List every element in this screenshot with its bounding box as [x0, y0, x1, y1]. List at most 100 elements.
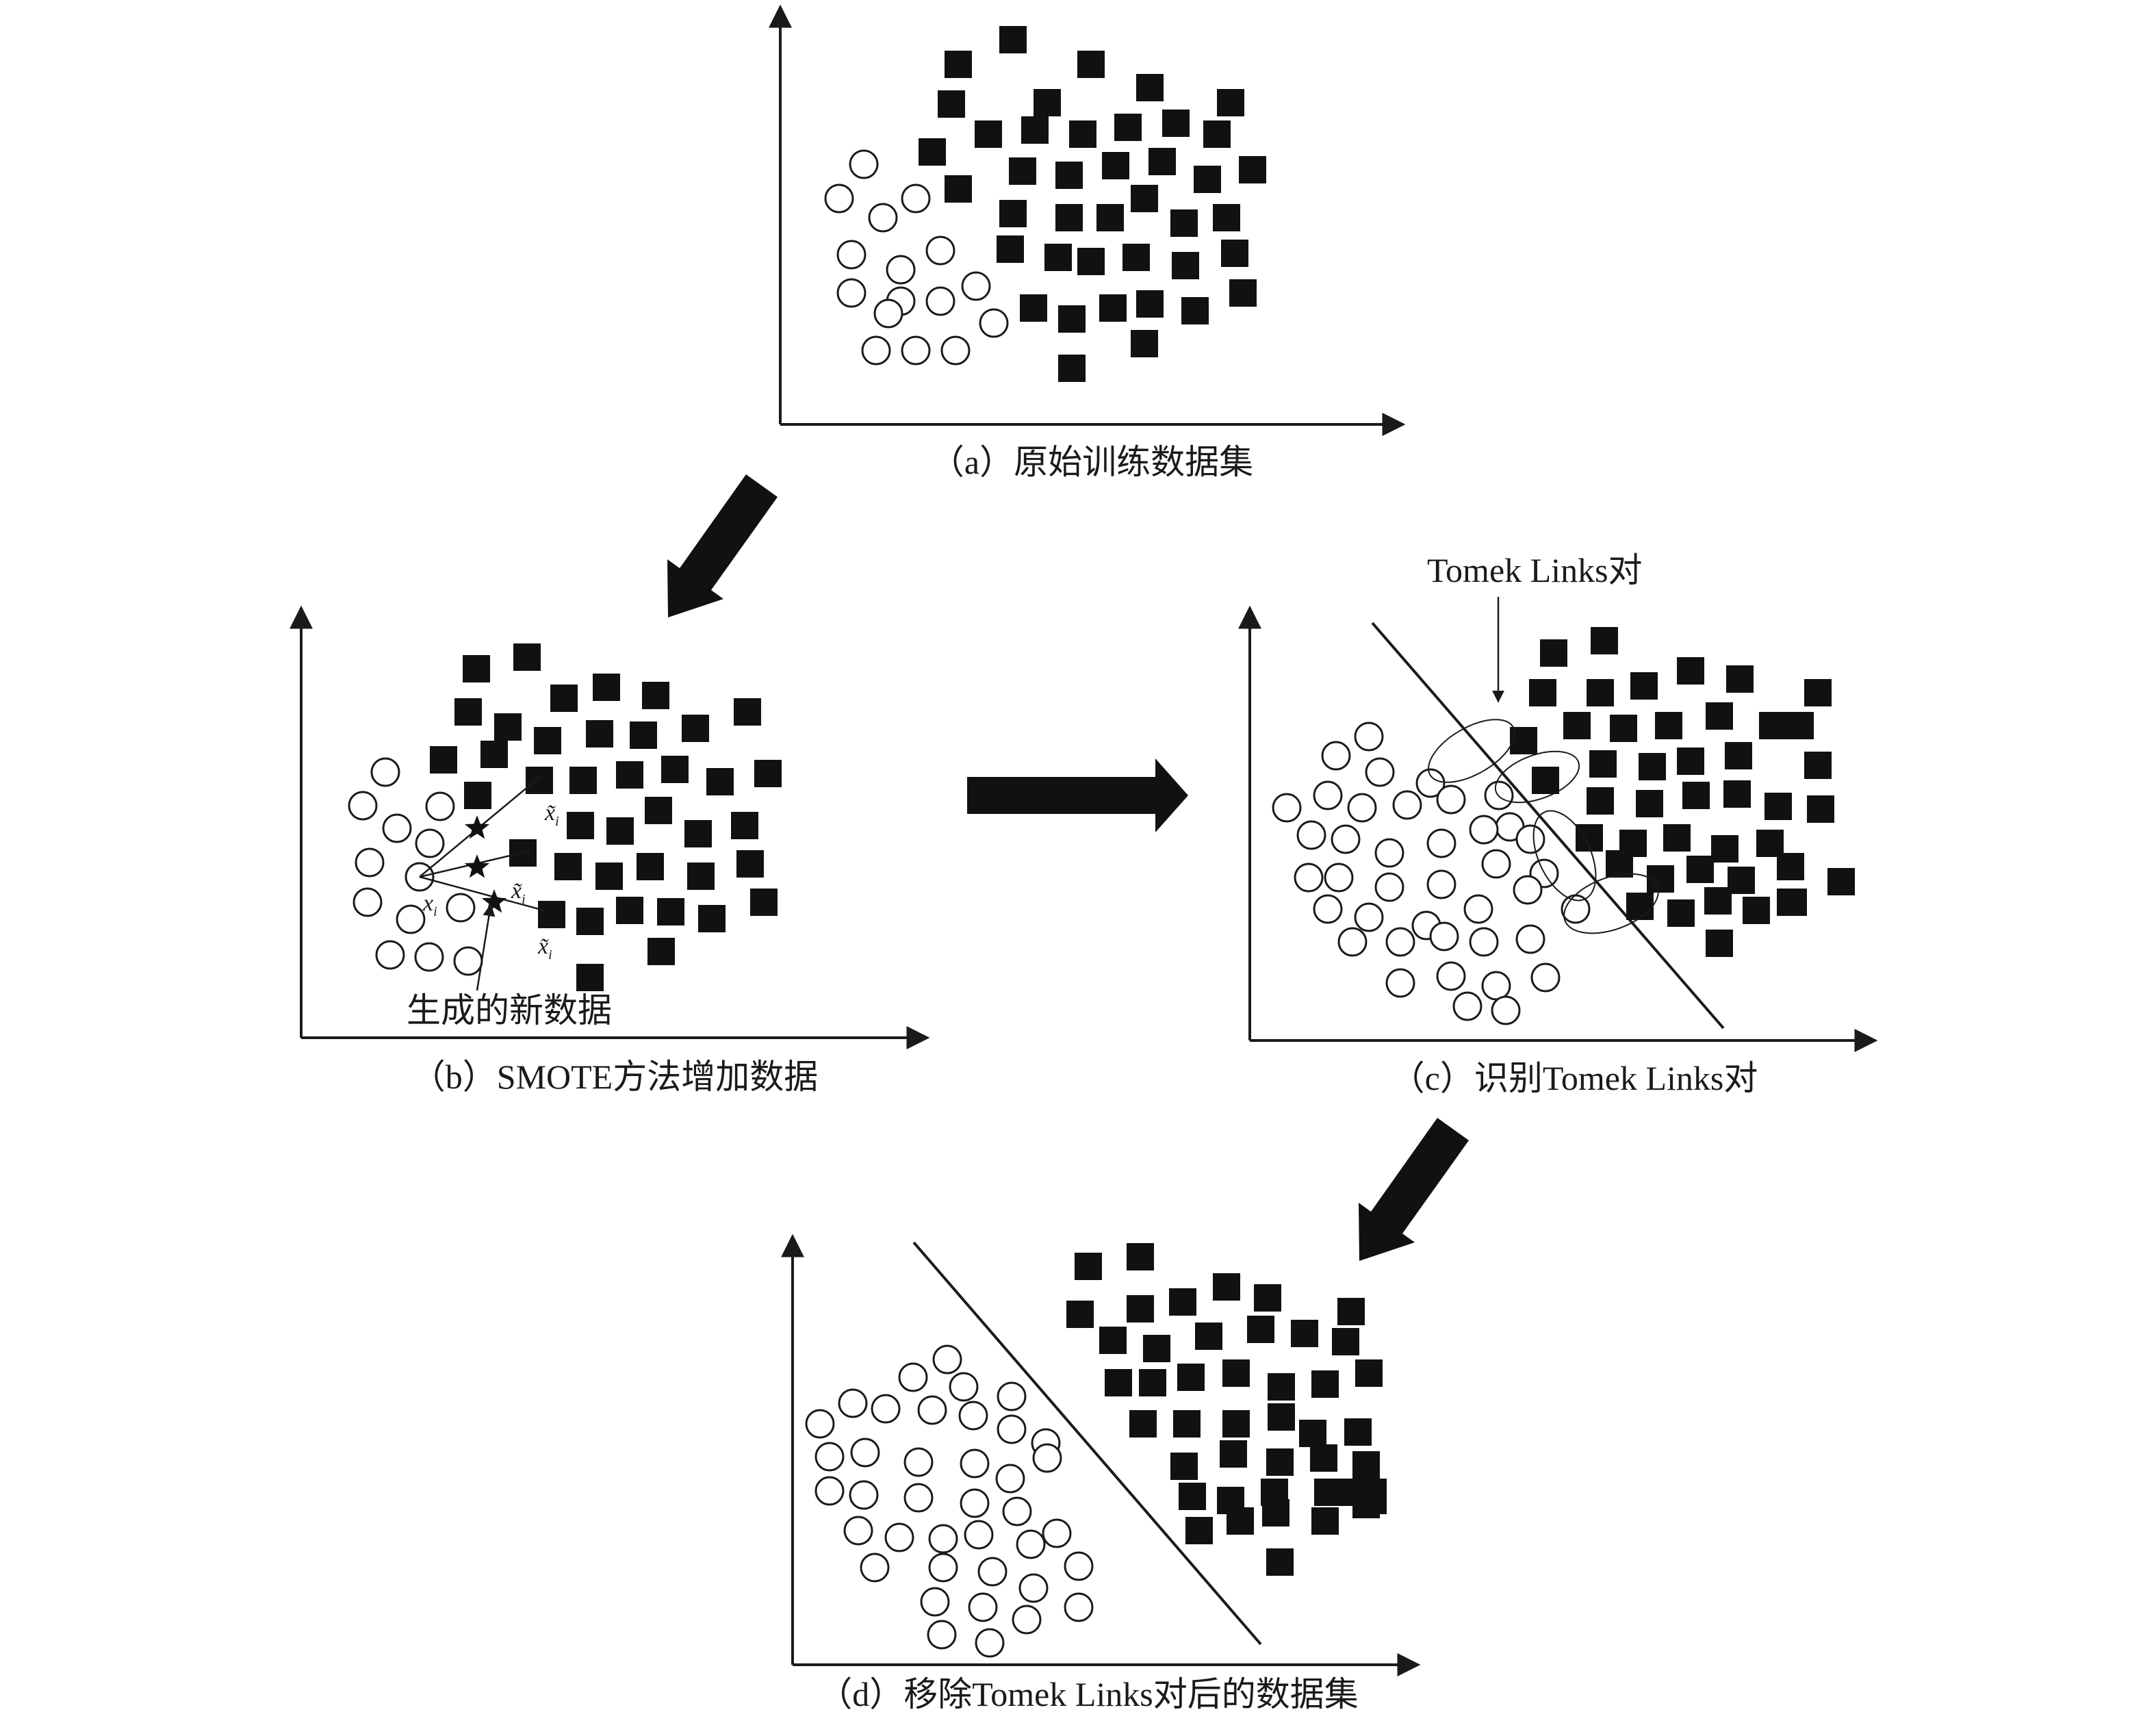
majority-point [567, 812, 594, 839]
minority-point [1324, 863, 1354, 893]
minority-point [1331, 824, 1361, 854]
majority-point [1131, 330, 1158, 357]
majority-point [1009, 157, 1036, 185]
majority-point [661, 756, 689, 783]
minority-point [1385, 927, 1415, 957]
minority-class-points [348, 757, 483, 976]
majority-point [657, 898, 684, 925]
majority-point [576, 908, 604, 935]
majority-point [698, 905, 726, 932]
panel-a-original-dataset: （a）原始训练数据集 [769, 4, 1406, 481]
majority-point [1021, 116, 1049, 144]
minority-point [932, 1344, 962, 1375]
minority-point [995, 1464, 1025, 1494]
majority-point [569, 767, 597, 794]
majority-point [538, 901, 565, 928]
majority-point [1804, 752, 1832, 779]
minority-point [871, 1394, 901, 1424]
majority-point [1342, 1479, 1369, 1506]
panel-b-caption: （b）SMOTE方法增加数据 [411, 1058, 818, 1096]
majority-point [526, 767, 553, 794]
majority-class-points [430, 643, 782, 991]
majority-point [1723, 780, 1751, 808]
majority-point [1728, 867, 1755, 894]
majority-point [642, 682, 669, 709]
minority-point [352, 887, 383, 917]
majority-point [1221, 240, 1248, 267]
majority-point [1630, 672, 1658, 700]
minority-point [1385, 968, 1415, 998]
majority-point [1058, 355, 1086, 382]
majority-point [1247, 1316, 1274, 1343]
neighbor-label-3: x̃i [537, 934, 552, 962]
minority-point [425, 791, 455, 821]
majority-point [945, 51, 972, 78]
majority-point [754, 760, 782, 787]
majority-point [1217, 89, 1244, 116]
majority-point [1099, 1327, 1127, 1354]
majority-point [513, 643, 541, 671]
minority-point [849, 1480, 879, 1510]
minority-point [1469, 815, 1499, 845]
majority-point [1099, 294, 1127, 322]
minority-point [1294, 863, 1324, 893]
majority-point [1268, 1403, 1295, 1431]
majority-class-points [1066, 1243, 1387, 1576]
majority-point [975, 120, 1002, 148]
majority-point [1077, 248, 1105, 275]
majority-point [1139, 1369, 1166, 1396]
majority-point [1639, 753, 1666, 780]
minority-point [898, 1362, 928, 1392]
majority-point [1220, 1440, 1247, 1468]
minority-point [928, 1553, 958, 1583]
majority-point [1075, 1253, 1102, 1280]
minority-point [977, 1557, 1008, 1587]
minority-point [836, 240, 867, 270]
minority-point [960, 1448, 990, 1479]
majority-point [684, 820, 712, 847]
majority-point [647, 938, 675, 965]
majority-point [1177, 1364, 1205, 1391]
majority-point [1239, 156, 1266, 183]
majority-point [706, 768, 734, 795]
majority-point [734, 698, 761, 726]
majority-point [1352, 1451, 1380, 1479]
minority-point [861, 335, 891, 366]
majority-point [534, 727, 561, 754]
majority-class-points [919, 26, 1266, 382]
majority-point [1589, 750, 1617, 778]
majority-point [736, 850, 764, 878]
arrow-down-left-icon [667, 474, 778, 617]
majority-point [938, 90, 965, 118]
majority-point [1827, 868, 1855, 895]
minority-point [446, 893, 476, 923]
majority-point [1096, 204, 1124, 231]
majority-point [1227, 1507, 1254, 1535]
minority-point [453, 946, 483, 976]
majority-point [1711, 835, 1738, 863]
minority-point [849, 149, 879, 179]
majority-point [1213, 204, 1240, 231]
majority-point [1195, 1323, 1222, 1350]
majority-point [1636, 790, 1663, 817]
minority-point [838, 1388, 868, 1418]
decision-boundary [912, 1241, 1262, 1646]
majority-point [1706, 702, 1733, 730]
minority-point [1313, 780, 1343, 810]
majority-point [554, 853, 582, 880]
minority-point [1313, 894, 1343, 924]
majority-point [945, 175, 972, 203]
minority-point [355, 847, 385, 878]
majority-point [1254, 1284, 1281, 1312]
minority-point [903, 1447, 934, 1477]
majority-point [1148, 148, 1176, 175]
neighbor-label-1: x̃i [544, 800, 559, 829]
majority-point [616, 897, 643, 924]
majority-point [999, 26, 1027, 53]
minority-point [1042, 1518, 1072, 1548]
majority-point [1162, 110, 1190, 137]
majority-point [1337, 1298, 1365, 1325]
majority-point [1131, 185, 1158, 212]
majority-point [682, 715, 709, 742]
